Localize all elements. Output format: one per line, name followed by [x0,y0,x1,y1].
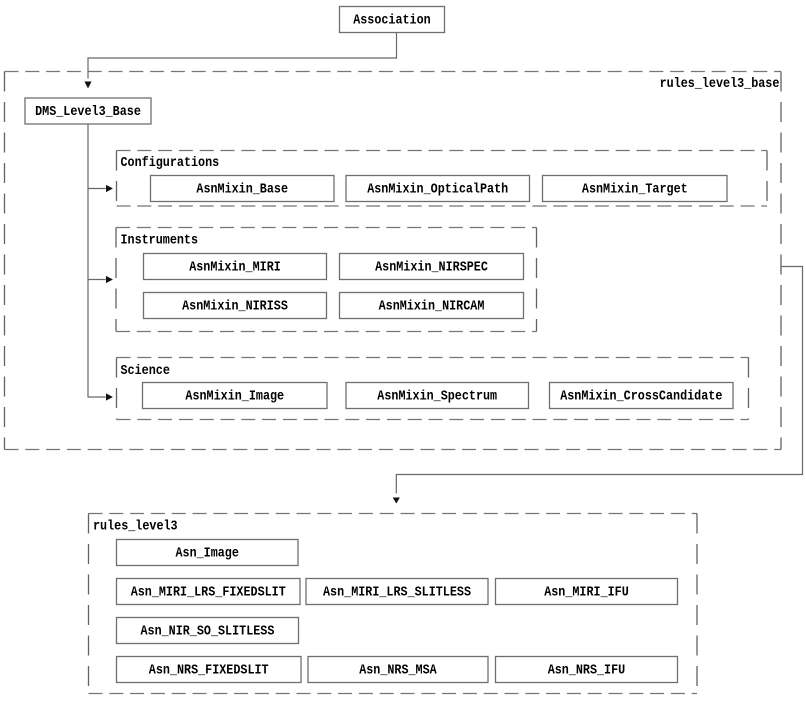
svg-text:Science: Science [121,363,170,379]
svg-text:Asn_NRS_MSA: Asn_NRS_MSA [359,663,437,679]
svg-text:Asn_Image: Asn_Image [176,546,239,562]
svg-text:AsnMixin_Target: AsnMixin_Target [582,182,688,198]
svg-text:Instruments: Instruments [121,233,199,249]
svg-text:Asn_MIRI_LRS_FIXEDSLIT: Asn_MIRI_LRS_FIXEDSLIT [131,585,286,601]
svg-text:Asn_NRS_FIXEDSLIT: Asn_NRS_FIXEDSLIT [149,663,269,679]
svg-text:AsnMixin_Image: AsnMixin_Image [185,389,284,405]
svg-text:Asn_MIRI_LRS_SLITLESS: Asn_MIRI_LRS_SLITLESS [323,585,471,601]
svg-text:Asn_NRS_IFU: Asn_NRS_IFU [548,663,626,679]
svg-text:Asn_MIRI_IFU: Asn_MIRI_IFU [544,585,629,601]
svg-text:DMS_Level3_Base: DMS_Level3_Base [35,104,141,120]
svg-text:AsnMixin_Spectrum: AsnMixin_Spectrum [377,389,497,405]
svg-text:AsnMixin_CrossCandidate: AsnMixin_CrossCandidate [560,389,722,405]
svg-text:AsnMixin_NIRCAM: AsnMixin_NIRCAM [379,299,485,315]
svg-text:Configurations: Configurations [121,155,220,171]
svg-text:rules_level3_base: rules_level3_base [660,76,780,92]
svg-text:Asn_NIR_SO_SLITLESS: Asn_NIR_SO_SLITLESS [141,624,275,640]
svg-text:AsnMixin_Base: AsnMixin_Base [196,182,288,198]
svg-text:AsnMixin_OpticalPath: AsnMixin_OpticalPath [367,182,508,198]
svg-text:AsnMixin_NIRSPEC: AsnMixin_NIRSPEC [375,260,488,276]
svg-text:AsnMixin_MIRI: AsnMixin_MIRI [189,260,281,276]
svg-text:Association: Association [353,13,431,29]
svg-text:AsnMixin_NIRISS: AsnMixin_NIRISS [182,299,288,315]
svg-text:rules_level3: rules_level3 [93,519,178,535]
